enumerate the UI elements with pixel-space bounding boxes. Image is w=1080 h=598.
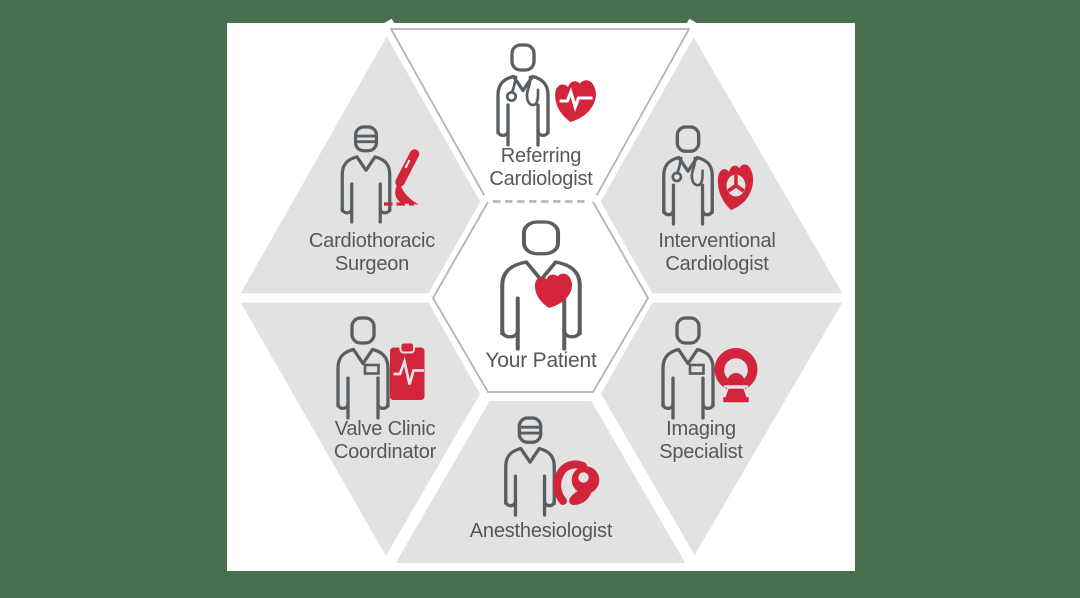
anesthesia-bag-icon bbox=[553, 460, 600, 506]
ecg-trace bbox=[393, 356, 424, 385]
clinician-with-badge-icon-coordinator bbox=[336, 316, 425, 420]
badge-icon bbox=[363, 363, 380, 375]
heart-with-ecg-icon bbox=[555, 80, 596, 122]
ct-scanner-icon bbox=[714, 348, 758, 404]
label-anesthesiologist: Anesthesiologist bbox=[469, 520, 613, 542]
clinician-with-cap-icon-anesthesiologist bbox=[504, 416, 600, 517]
bag-opening bbox=[578, 472, 589, 483]
heart-with-valve-icon bbox=[717, 164, 754, 211]
label-imaging-specialist: Imaging Specialist bbox=[659, 418, 743, 463]
clinician-with-badge-icon-imaging bbox=[661, 316, 758, 420]
doctor-with-stethoscope-icon-interventional bbox=[662, 125, 754, 226]
doctor-with-stethoscope-icon-referring bbox=[496, 43, 596, 147]
label-interventional-cardiologist: Interventional Cardiologist bbox=[658, 230, 776, 275]
badge-icon bbox=[688, 363, 705, 375]
segment-referring-cardiologist bbox=[389, 28, 691, 203]
ecg-trace bbox=[559, 87, 593, 113]
label-referring-cardiologist: Referring Cardiologist bbox=[489, 145, 593, 190]
label-cardiothoracic-surgeon: Cardiothoracic Surgeon bbox=[308, 230, 436, 275]
clipboard-clip bbox=[399, 341, 415, 354]
scalpel-with-incision-icon bbox=[384, 149, 420, 206]
label-valve-clinic-coordinator: Valve Clinic Coordinator bbox=[333, 418, 437, 463]
clinician-with-cap-icon-surgeon bbox=[340, 125, 420, 224]
clipboard-with-ecg-icon bbox=[390, 341, 425, 400]
label-your-patient: Your Patient bbox=[485, 349, 597, 372]
